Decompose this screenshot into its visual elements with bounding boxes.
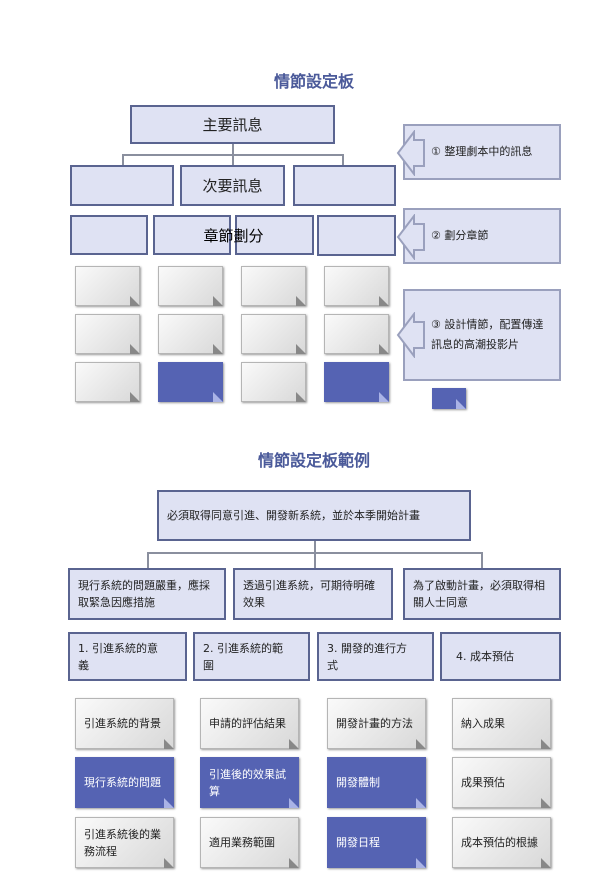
example-secondary-box: 現行系統的問題嚴重，應採取緊急因應措施 [68, 568, 226, 620]
example-slide: 開發日程 [327, 817, 426, 868]
example-main-box: 必須取得同意引進、開發新系統，並於本季開始計畫 [157, 490, 471, 541]
example-title: 情節設定板範例 [257, 451, 370, 470]
example-slide: 引進系統的背景 [75, 698, 174, 749]
example-slide: 引進系統後的業務流程 [75, 817, 174, 868]
highlight-slide-legend [432, 388, 466, 409]
secondary-box [293, 165, 396, 206]
secondary-message-box: 次要訊息 [180, 165, 285, 206]
connector [122, 154, 124, 165]
connector [147, 552, 483, 554]
slide-placeholder [75, 314, 140, 354]
chapter-box [70, 215, 148, 255]
example-secondary-box: 為了啟動計畫，必須取得相關人士同意 [403, 568, 561, 620]
slide-placeholder [241, 266, 306, 306]
callout-2: ② 劃分章節 [403, 208, 561, 264]
connector [481, 552, 483, 568]
board-title: 情節設定板 [273, 72, 354, 91]
example-slide: 開發計畫的方法 [327, 698, 426, 749]
callout-1: ① 整理劇本中的訊息 [403, 124, 561, 180]
connector [122, 154, 344, 156]
slide-placeholder [324, 266, 389, 306]
connector [314, 541, 316, 568]
arrow-left-icon [396, 130, 425, 176]
example-slide: 申請的評估結果 [200, 698, 299, 749]
main-message-box: 主要訊息 [130, 105, 335, 144]
example-secondary-box: 透過引進系統，可期待明確效果 [233, 568, 393, 620]
slide-placeholder [324, 314, 389, 354]
slide-placeholder [75, 266, 140, 306]
chapter-box [317, 215, 396, 256]
arrow-left-icon [396, 312, 425, 358]
slide-placeholder [324, 362, 389, 402]
chapters-label: 章節劃分 [203, 227, 264, 245]
slide-placeholder [75, 362, 140, 402]
example-slide: 成果預估 [452, 757, 551, 808]
chapter-box [153, 215, 231, 255]
example-slide: 現行系統的問題 [75, 757, 174, 808]
example-slide: 納入成果 [452, 698, 551, 749]
example-slide: 適用業務範圍 [200, 817, 299, 868]
secondary-box [70, 165, 174, 206]
example-chapter-box: 2. 引進系統的範圍 [193, 632, 310, 681]
slide-placeholder [158, 266, 223, 306]
connector [147, 552, 149, 568]
example-chapter-box: 3. 開發的進行方式 [317, 632, 434, 681]
arrow-left-icon [396, 214, 425, 260]
example-chapter-box: 1. 引進系統的意義 [68, 632, 187, 681]
chapter-box [235, 215, 314, 255]
example-slide: 開發體制 [327, 757, 426, 808]
example-chapter-box: 4. 成本預估 [440, 632, 561, 681]
slide-placeholder [158, 362, 223, 402]
slide-placeholder [241, 362, 306, 402]
callout-3: ③ 設計情節，配置傳達訊息的高潮投影片 [403, 289, 561, 381]
connector [342, 154, 344, 165]
slide-placeholder [158, 314, 223, 354]
example-slide: 引進後的效果試算 [200, 757, 299, 808]
example-slide: 成本預估的根據 [452, 817, 551, 868]
slide-placeholder [241, 314, 306, 354]
